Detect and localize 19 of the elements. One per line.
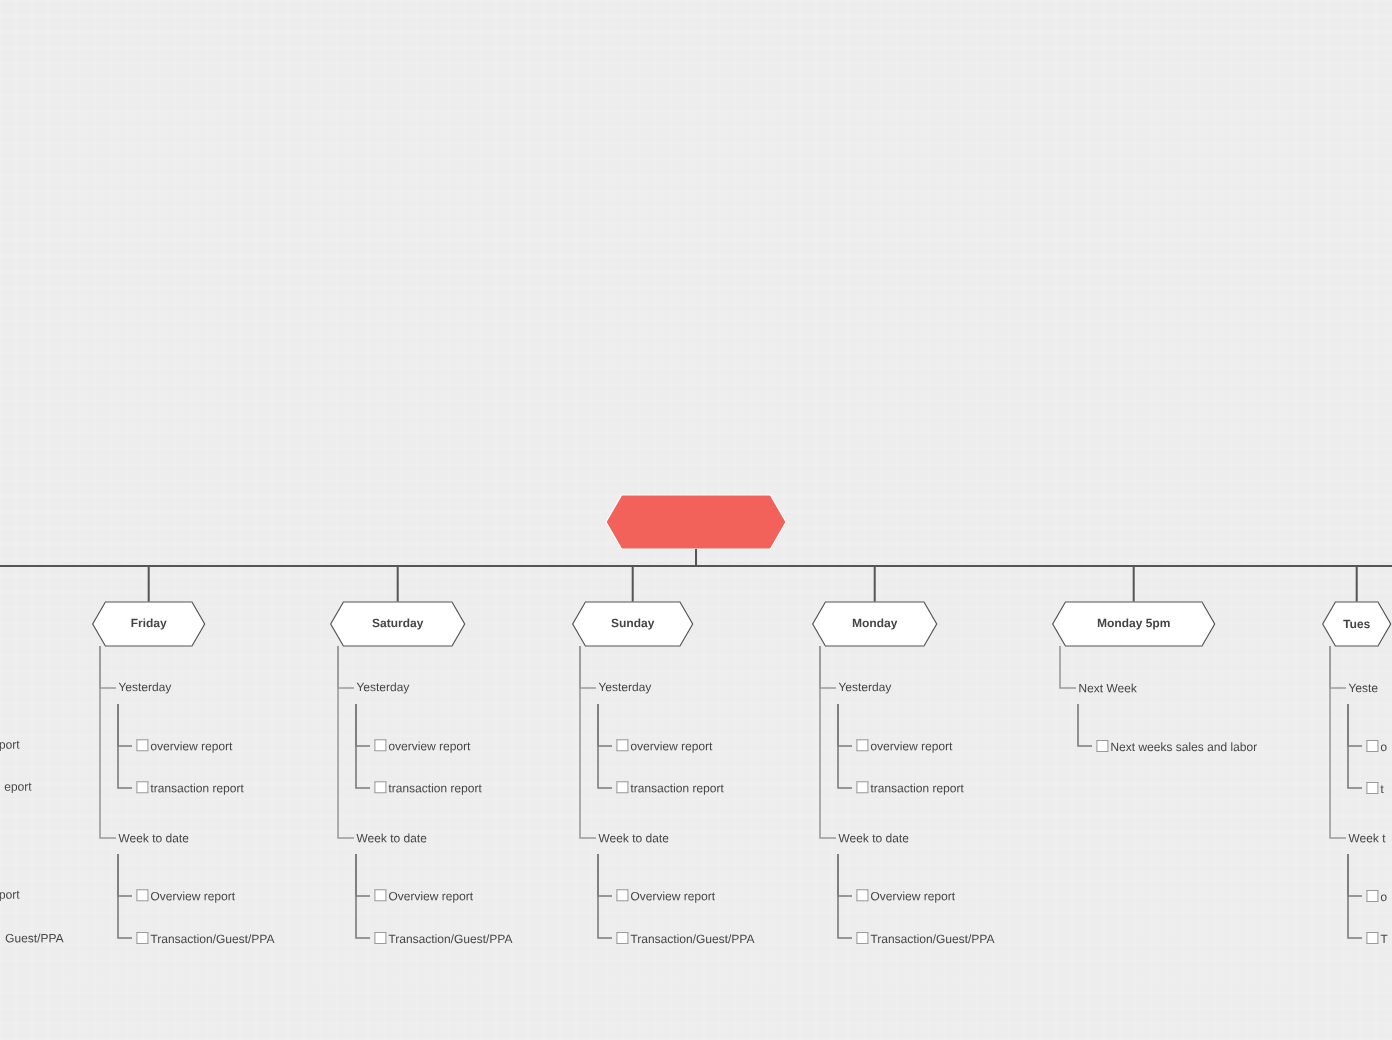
connector-line	[695, 548, 1358, 603]
connector-line	[597, 853, 613, 939]
connector-line	[337, 645, 355, 839]
connector-line	[1347, 703, 1363, 789]
connector-line	[579, 645, 597, 839]
connector-line	[1329, 645, 1347, 839]
connector-line	[1347, 853, 1363, 939]
root-hexagon	[605, 494, 787, 550]
connector-line	[597, 703, 613, 789]
connector-line	[1077, 703, 1093, 747]
connector-line	[819, 645, 837, 839]
connector-line	[355, 703, 371, 789]
connector-line	[117, 853, 133, 939]
connector-line	[99, 645, 117, 839]
connector-line	[837, 703, 853, 789]
connector-line	[355, 853, 371, 939]
connector-line	[1059, 645, 1077, 689]
connector-line	[117, 703, 133, 789]
connector-line	[837, 853, 853, 939]
